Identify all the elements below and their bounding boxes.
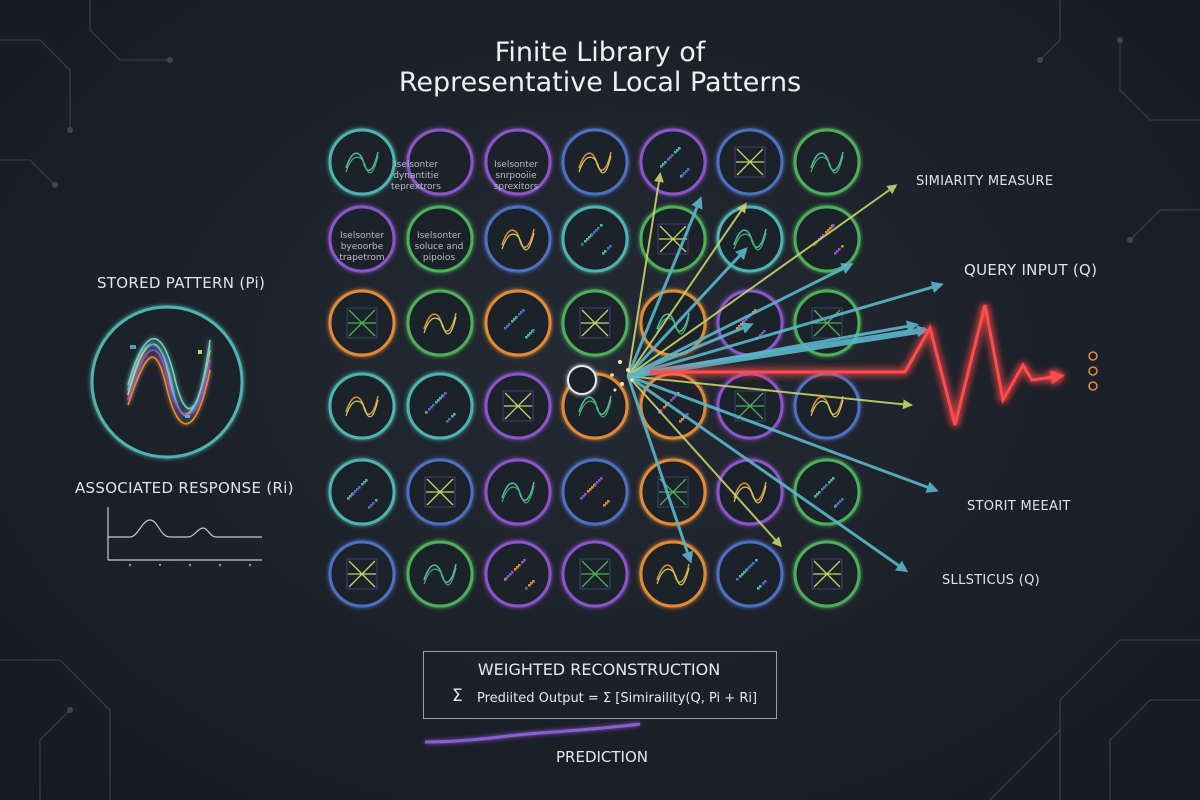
similarity-arrow-yellow xyxy=(627,375,783,548)
weighted-reconstruction-heading: WEIGHTED RECONSTRUCTION xyxy=(477,660,721,679)
pattern-cell-r3c2 xyxy=(484,372,552,440)
pattern-cell-r5c0 xyxy=(328,540,396,608)
similarity-arrow-cyan xyxy=(626,196,703,377)
pattern-cell-r0c6 xyxy=(793,128,861,196)
similarity-arrow-cyan xyxy=(627,374,939,493)
similarity-arrow-cyan xyxy=(627,263,854,378)
associated-response-chart xyxy=(107,507,262,567)
query-input-label: QUERY INPUT (Q) xyxy=(964,261,1098,279)
pattern-cell-r4c3 xyxy=(561,458,629,526)
similarity-arrow-cyan xyxy=(627,322,754,378)
pattern-cell-r0c1 xyxy=(406,128,474,196)
pattern-cell-r3c6 xyxy=(793,372,861,440)
similarity-arrow-wide xyxy=(627,325,929,379)
formula-expression: Prediited Output = Σ [Simiraility(Q, Pi … xyxy=(477,691,758,706)
pattern-cell-r1c1 xyxy=(406,205,474,273)
similarity-arrow-yellow xyxy=(627,172,664,377)
pattern-cell-r4c0 xyxy=(328,458,396,526)
weighted-reconstruction-box xyxy=(423,651,777,719)
pattern-cell-r1c0 xyxy=(328,205,396,273)
pattern-cell-r3c1 xyxy=(406,372,474,440)
pattern-cell-r0c2 xyxy=(484,128,552,196)
pattern-cell-r2c1 xyxy=(406,289,474,357)
similarity-arrow-cyan xyxy=(626,375,694,564)
pattern-cell-r2c2 xyxy=(484,289,552,357)
output-dots-icon xyxy=(1088,351,1098,391)
pattern-cell-r4c5 xyxy=(716,458,784,526)
pattern-cell-r1c3 xyxy=(561,205,629,273)
pattern-cell-r5c4 xyxy=(639,540,707,608)
pattern-cell-r5c6 xyxy=(793,540,861,608)
pattern-cell-r0c3 xyxy=(561,128,629,196)
pattern-cell-r4c1 xyxy=(406,458,474,526)
pattern-cell-r2c3 xyxy=(561,289,629,357)
pattern-cell-r2c0 xyxy=(328,289,396,357)
stored-pattern-circle xyxy=(90,305,244,459)
similarity-measure-label: SIMIARITY MEASURE xyxy=(916,174,1054,189)
pattern-cell-r1c5 xyxy=(716,205,784,273)
query-signal-waveform xyxy=(650,304,1065,426)
stored-pattern-label: STORED PATTERN (Pi) xyxy=(97,274,266,292)
pattern-cell-r0c4 xyxy=(639,128,707,196)
associated-response-label: ASSOCIATED RESPONSE (Ri) xyxy=(75,479,294,497)
sllsticus-label: SLLSTICUS (Q) xyxy=(942,573,1041,588)
similarity-arrow-yellow xyxy=(627,202,747,377)
prediction-label: PREDICTION xyxy=(556,748,649,766)
title-line-2: Representative Local Patterns xyxy=(398,67,802,98)
pattern-cell-r5c2 xyxy=(484,540,552,608)
pattern-cell-r5c5 xyxy=(716,540,784,608)
prediction-curve xyxy=(424,722,641,744)
pattern-cell-r4c2 xyxy=(484,458,552,526)
sigma-symbol: Σ xyxy=(452,686,463,706)
pattern-cell-r3c0 xyxy=(328,372,396,440)
similarity-hub xyxy=(567,365,597,395)
similarity-arrow-yellow xyxy=(627,184,898,377)
pattern-cell-r0c0 xyxy=(328,128,396,196)
pattern-cell-r1c6 xyxy=(793,205,861,273)
pattern-cell-r1c2 xyxy=(484,205,552,273)
title-line-1: Finite Library of xyxy=(494,37,706,68)
pattern-cell-r5c1 xyxy=(406,540,474,608)
similarity-arrow-cyan xyxy=(626,247,748,378)
pattern-cell-r5c3 xyxy=(561,540,629,608)
similarity-arrow-cyan xyxy=(627,374,909,573)
similarity-arrow-cyan xyxy=(627,281,944,378)
storit-meeait-label: STORIT MEEAIT xyxy=(967,499,1071,514)
pattern-cell-r0c5 xyxy=(716,128,784,196)
pattern-cell-r4c4 xyxy=(639,458,707,526)
similarity-arrow-yellow xyxy=(627,375,913,410)
